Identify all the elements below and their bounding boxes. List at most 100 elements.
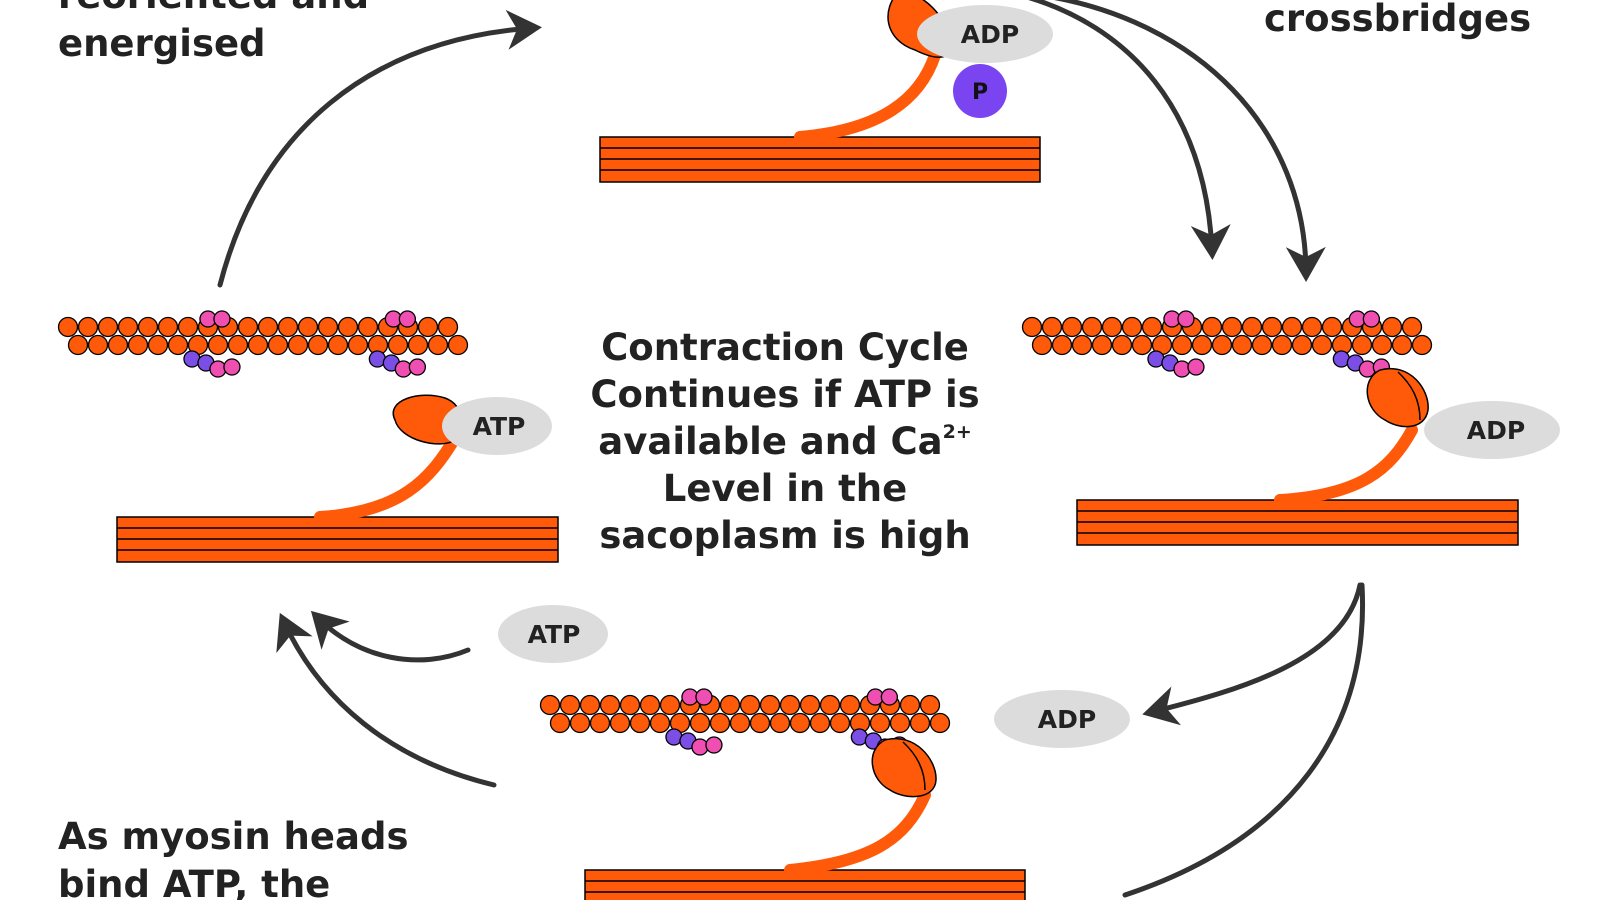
actin-bead (1281, 316, 1303, 338)
myosin-neck (794, 49, 941, 143)
caption-line: bind ATP, the (58, 863, 331, 900)
actin-bead (929, 712, 951, 734)
actin-bead (1251, 334, 1273, 356)
actin-bead (57, 316, 79, 338)
myosin-head (871, 737, 937, 798)
tropomyosin-bead (695, 688, 713, 706)
actin-bead (539, 694, 561, 716)
myosin-neck (1274, 424, 1418, 506)
actin-bead (1071, 334, 1093, 356)
actin-bead (1081, 316, 1103, 338)
cycle-condition-text: Contraction Cycle Continues if ATP is av… (560, 324, 1010, 559)
actin-bead (167, 334, 189, 356)
center-line: sacoplasm is high (599, 514, 971, 557)
actin-bead (387, 334, 409, 356)
phosphate-label: P (972, 80, 988, 105)
actin-bead (909, 712, 931, 734)
atp-label: ATP (528, 620, 581, 649)
actin-bead (889, 712, 911, 734)
actin-bead (659, 694, 681, 716)
actin-bead (347, 334, 369, 356)
actin-bead (1201, 316, 1223, 338)
caption-crossbridges: crossbridges (1264, 0, 1532, 40)
center-line-calcium: available and Ca2+ (560, 418, 1010, 465)
actin-bead (247, 334, 269, 356)
actin-bead (227, 334, 249, 356)
actin-bead (719, 694, 741, 716)
actin-bead (137, 316, 159, 338)
actin-bead (107, 334, 129, 356)
adp-label: ADP (961, 20, 1019, 49)
caption-line: reoriented and (58, 0, 369, 20)
actin-bead (267, 334, 289, 356)
free-adp-molecule: ADP (994, 690, 1130, 748)
caption-bind-atp: As myosin heads bind ATP, the (58, 813, 408, 900)
myosin-thick-filament (116, 516, 559, 563)
actin-bead (277, 316, 299, 338)
actin-bead (1311, 334, 1333, 356)
tropomyosin-bead (1187, 358, 1205, 376)
tropomyosin-bead (705, 736, 723, 754)
actin-bead (1041, 316, 1063, 338)
adp-label: ADP (1467, 416, 1525, 445)
myosin-thick-filament (599, 136, 1041, 183)
actin-bead (579, 694, 601, 716)
caption-line: energised (58, 22, 266, 65)
adp-molecule: ADP (917, 5, 1053, 63)
calcium-charge: 2+ (942, 421, 972, 443)
arrow-atp-to-left (310, 610, 471, 663)
actin-bead (327, 334, 349, 356)
actin-bead (709, 712, 731, 734)
actin-bead (147, 334, 169, 356)
atp-label: ATP (473, 412, 526, 441)
actin-bead (67, 334, 89, 356)
actin-bead (899, 694, 921, 716)
actin-filament (57, 310, 469, 378)
actin-bead (437, 316, 459, 338)
actin-bead (1351, 334, 1373, 356)
actin-bead (839, 694, 861, 716)
myosin-neck (784, 789, 931, 876)
actin-bead (337, 316, 359, 338)
actin-bead (417, 316, 439, 338)
actin-bead (729, 712, 751, 734)
actin-bead (1401, 316, 1423, 338)
actin-bead (237, 316, 259, 338)
actin-bead (549, 712, 571, 734)
myosin-head (1366, 367, 1429, 428)
tropomyosin-bead (223, 358, 241, 376)
actin-bead (599, 694, 621, 716)
caption-line: As myosin heads (58, 815, 409, 858)
actin-bead (1231, 334, 1253, 356)
actin-bead (1091, 334, 1113, 356)
actin-bead (1261, 316, 1283, 338)
actin-bead (1101, 316, 1123, 338)
tropomyosin-bead (1362, 310, 1381, 328)
actin-bead (257, 316, 279, 338)
actin-filament (539, 688, 951, 756)
actin-bead (749, 712, 771, 734)
tropomyosin-bead (408, 358, 427, 376)
actin-bead (1031, 334, 1053, 356)
actin-bead (789, 712, 811, 734)
actin-bead (1111, 334, 1133, 356)
actin-bead (407, 334, 429, 356)
actin-bead (207, 334, 229, 356)
actin-bead (689, 712, 711, 734)
actin-bead (619, 694, 641, 716)
actin-bead (1131, 334, 1153, 356)
actin-bead (1291, 334, 1313, 356)
cycle-arrows (217, 0, 1366, 898)
actin-bead (779, 694, 801, 716)
actin-bead (1141, 316, 1163, 338)
actin-bead (869, 712, 891, 734)
actin-bead (127, 334, 149, 356)
bottom-station (539, 688, 1026, 900)
actin-bead (1391, 334, 1413, 356)
center-line: Level in the (662, 467, 908, 510)
actin-bead (97, 316, 119, 338)
actin-bead (569, 712, 591, 734)
actin-bead (427, 334, 449, 356)
actin-bead (307, 334, 329, 356)
